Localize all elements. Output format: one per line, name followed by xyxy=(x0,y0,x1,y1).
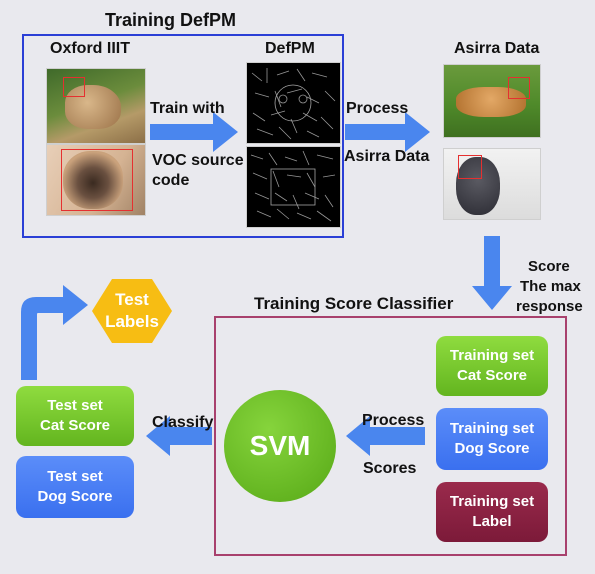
train-with-label: Train with xyxy=(150,100,225,117)
pug-face-shape xyxy=(63,151,123,209)
test-dog-score-line1: Test set xyxy=(47,468,103,485)
process-scores-arrow xyxy=(346,416,425,456)
asirra-cat-image xyxy=(443,148,541,220)
training-cat-score-line1: Training set xyxy=(449,347,535,364)
training-label-box: Training set Label xyxy=(436,482,548,542)
defpm-label: DefPM xyxy=(265,40,315,57)
defpm-filter-bottom-image xyxy=(246,146,341,228)
training-score-classifier-title: Training Score Classifier xyxy=(254,294,454,313)
cat-body-shape xyxy=(456,157,500,215)
test-labels-arrow xyxy=(21,285,88,380)
cat-body-shape xyxy=(65,85,121,129)
svm-node: SVM xyxy=(224,390,336,502)
defpm-filter-top-image xyxy=(246,62,341,144)
voc-source-label: VOC source xyxy=(152,152,244,169)
test-labels-node: Test Labels xyxy=(92,279,172,343)
classify-arrow xyxy=(146,416,212,456)
test-cat-score-box: Test set Cat Score xyxy=(16,386,134,446)
detection-box xyxy=(63,77,85,97)
process-asirra-arrow xyxy=(345,112,430,152)
training-label-line2: Label xyxy=(472,513,512,530)
training-dog-score-box: Training set Dog Score xyxy=(436,408,548,470)
train-arrow xyxy=(150,112,238,152)
score-max-label: The max xyxy=(520,278,581,295)
voc-code-label: code xyxy=(152,172,190,189)
training-defpm-box xyxy=(22,34,344,238)
test-labels-text: Test Labels xyxy=(92,279,172,343)
process-label: Process xyxy=(346,100,409,117)
training-cat-score-line2: Cat Score xyxy=(456,367,528,384)
detection-box xyxy=(508,77,530,99)
scores-label: Scores xyxy=(363,460,417,477)
training-dog-score-line1: Training set xyxy=(449,420,535,437)
test-labels-hexagon xyxy=(92,279,172,343)
asirra-data-inline-label: Asirra Data xyxy=(344,148,430,165)
test-dog-score-box: Test set Dog Score xyxy=(16,456,134,518)
asirra-dog-image xyxy=(443,64,541,138)
asirra-data-title: Asirra Data xyxy=(454,40,540,57)
test-dog-score-line2: Dog Score xyxy=(37,488,113,505)
oxford-iiit-label: Oxford IIIT xyxy=(50,40,130,57)
test-cat-score-line1: Test set xyxy=(47,397,103,414)
oxford-pug-image xyxy=(46,144,146,216)
detection-box xyxy=(458,155,482,179)
test-labels-line1: Test xyxy=(115,290,149,309)
hog-texture xyxy=(251,68,336,140)
training-label-line1: Training set xyxy=(449,493,535,510)
test-cat-score-line2: Cat Score xyxy=(39,417,111,434)
dog-body-shape xyxy=(456,87,526,117)
classify-label: Classify xyxy=(152,414,214,431)
score-response-label: response xyxy=(516,298,583,315)
process-scores-label: Process xyxy=(362,412,425,429)
hog-texture xyxy=(250,150,336,222)
score-label: Score xyxy=(528,258,570,275)
training-cat-score-box: Training set Cat Score xyxy=(436,336,548,396)
training-dog-score-line2: Dog Score xyxy=(454,440,530,457)
detection-box xyxy=(61,149,133,211)
training-score-classifier-box xyxy=(214,316,567,556)
oxford-cat-image xyxy=(46,68,146,144)
training-defpm-title: Training DefPM xyxy=(105,10,237,30)
score-down-arrow xyxy=(472,236,512,310)
test-labels-line2: Labels xyxy=(105,312,159,331)
svm-label: SVM xyxy=(249,430,311,461)
